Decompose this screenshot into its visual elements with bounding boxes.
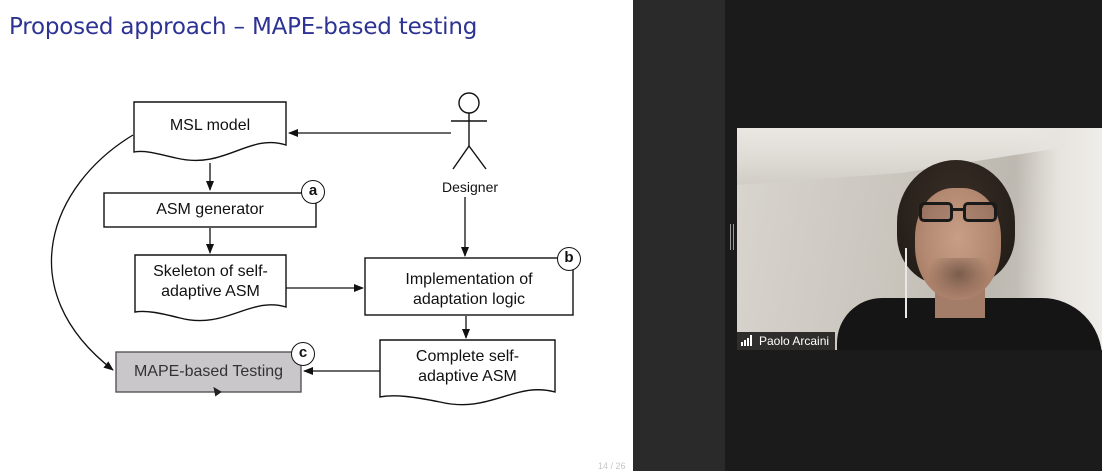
- divider-strip: [633, 0, 725, 471]
- participant-glasses: [917, 202, 1001, 224]
- stick-figure-icon: [451, 92, 487, 170]
- participant-name-tag: Paolo Arcaini: [737, 332, 836, 350]
- page-number: 14 / 26: [598, 461, 626, 471]
- resize-handle-icon[interactable]: [730, 224, 734, 250]
- participant-name: Paolo Arcaini: [759, 334, 830, 348]
- badge-b: b: [557, 247, 581, 271]
- presentation-slide: Proposed approach – MAPE-based testing: [0, 0, 633, 471]
- badge-c: c: [291, 342, 315, 366]
- asm-generator-shape: [103, 192, 317, 228]
- complete-asm-shape: [379, 339, 556, 406]
- msl-model-shape: [133, 101, 287, 162]
- signal-bars-icon: [741, 335, 755, 347]
- participant-video[interactable]: [737, 128, 1102, 350]
- participant-beard: [929, 258, 989, 298]
- mape-testing-shape: [115, 351, 302, 393]
- earphone-cable: [905, 248, 907, 318]
- flow-diagram: [50, 92, 574, 406]
- slide-title: Proposed approach – MAPE-based testing: [9, 14, 478, 40]
- skeleton-shape: [134, 254, 287, 322]
- badge-a: a: [301, 180, 325, 204]
- arrow-msl-to-testing: [50, 134, 134, 371]
- implementation-shape: [364, 257, 574, 316]
